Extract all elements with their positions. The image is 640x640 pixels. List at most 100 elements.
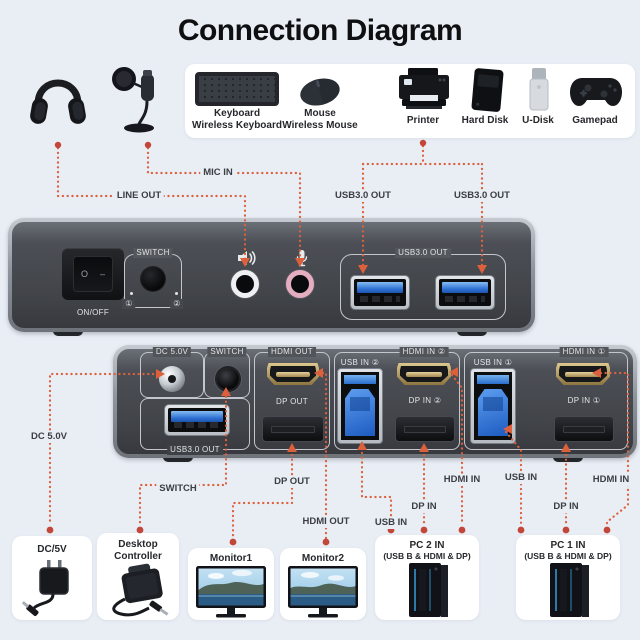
dot-headphones bbox=[54, 141, 62, 149]
dp-in-1-label: DP IN ① bbox=[567, 396, 601, 405]
label-dp-in-2: DP IN bbox=[408, 501, 440, 514]
out-section: HDMI OUT DP OUT bbox=[254, 347, 330, 450]
power-adapter-icon bbox=[20, 560, 84, 618]
speaker-icon bbox=[236, 250, 256, 266]
input-1-section: USB IN ① HDMI IN ① DP IN ① bbox=[464, 347, 628, 450]
label-dp-out: DP OUT bbox=[271, 476, 313, 489]
printer-icon bbox=[396, 68, 452, 112]
pc2-box: PC 2 IN (USB B & HDMI & DP) bbox=[375, 535, 479, 620]
dot-monitor2 bbox=[322, 538, 330, 546]
hard-disk-icon bbox=[465, 67, 509, 113]
gamepad-label: Gamepad bbox=[572, 115, 618, 126]
rocker-on-mark: – bbox=[99, 268, 105, 279]
desktop-controller-label: Desktop bbox=[118, 539, 158, 550]
pc1-box: PC 1 IN (USB B & HDMI & DP) bbox=[516, 535, 620, 620]
hdmi-out-label: HDMI OUT bbox=[268, 347, 316, 357]
monitor2-icon bbox=[288, 566, 358, 618]
usb-b-in-2-port[interactable] bbox=[338, 369, 382, 443]
hdmi-in-1-port[interactable] bbox=[556, 363, 610, 385]
u-disk-label: U-Disk bbox=[522, 115, 554, 126]
dot-monitor1 bbox=[229, 538, 237, 546]
selector-1-label: ① bbox=[122, 299, 136, 309]
label-hdmi-out: HDMI OUT bbox=[299, 516, 353, 529]
label-mic-in: MIC IN bbox=[200, 167, 236, 180]
wire-usb-in-2 bbox=[360, 446, 393, 526]
dc5v-label: DC/5V bbox=[37, 544, 67, 555]
selector-dot-1 bbox=[130, 292, 133, 295]
switch-label: SWITCH bbox=[133, 248, 173, 258]
monitor1-box: Monitor1 bbox=[188, 548, 274, 620]
dp-in-2-label: DP IN ② bbox=[408, 396, 442, 405]
dot-pc1-usb bbox=[517, 526, 525, 534]
label-usb3-out-a: USB3.0 OUT bbox=[332, 190, 394, 203]
gamepad-icon bbox=[568, 74, 624, 110]
rear-usb-out-label: USB3.0 OUT bbox=[167, 445, 223, 455]
pc2-label: PC 2 IN bbox=[409, 540, 445, 551]
dp-out-label: DP OUT bbox=[276, 397, 308, 406]
usb-out-section-label: USB3.0 OUT bbox=[395, 248, 451, 258]
selector-dot-2 bbox=[175, 292, 178, 295]
label-dc-5v: DC 5.0V bbox=[28, 431, 70, 444]
desktop-controller-label-2: Controller bbox=[114, 551, 162, 562]
dc-label: DC 5.0V bbox=[152, 347, 192, 357]
mouse-label-2: Wireless Mouse bbox=[282, 120, 358, 131]
hdmi-out-port[interactable] bbox=[267, 363, 319, 385]
rear-panel: DC 5.0V SWITCH USB3.0 OUT HDMI OUT DP OU… bbox=[113, 345, 637, 458]
rear-switch-label: SWITCH bbox=[207, 347, 247, 357]
pc2-tower-icon bbox=[399, 561, 455, 619]
label-line-out: LINE OUT bbox=[113, 190, 165, 203]
keyboard-label-2: Wireless Keyboard bbox=[192, 120, 282, 131]
front-panel: O – ON/OFF SWITCH ① ② bbox=[8, 218, 535, 332]
label-hdmi-in-2: HDMI IN bbox=[440, 474, 484, 487]
dc5v-box: DC/5V bbox=[12, 536, 92, 620]
desktop-controller-icon bbox=[101, 563, 177, 619]
mouse-label: Mouse bbox=[304, 108, 336, 119]
dot-pc1-dp bbox=[562, 526, 570, 534]
label-usb-in-2: USB IN bbox=[371, 517, 411, 530]
label-switch: SWITCH bbox=[156, 483, 200, 496]
dp-out-port[interactable] bbox=[262, 416, 324, 442]
dot-pc2-hdmi bbox=[458, 526, 466, 534]
switch-button[interactable] bbox=[141, 267, 165, 291]
dot-pc1-hdmi bbox=[603, 526, 611, 534]
monitor2-box: Monitor2 bbox=[280, 548, 366, 620]
usb3-port-front-1[interactable] bbox=[351, 276, 409, 309]
pc1-tower-icon bbox=[540, 561, 596, 619]
usb3-port-rear[interactable] bbox=[165, 405, 229, 435]
label-usb-in-1: USB IN bbox=[501, 472, 541, 485]
headphones-icon bbox=[26, 64, 90, 136]
power-switch[interactable]: O – bbox=[62, 248, 124, 300]
dot-pc2-dp bbox=[420, 526, 428, 534]
dot-printer bbox=[419, 139, 427, 147]
hdmi-in-2-label: HDMI IN ② bbox=[399, 347, 449, 357]
rear-switch-section: SWITCH bbox=[204, 347, 250, 398]
label-usb3-out-b: USB3.0 OUT bbox=[451, 190, 513, 203]
dc-section: DC 5.0V bbox=[140, 347, 204, 398]
hdmi-in-1-label: HDMI IN ① bbox=[559, 347, 609, 357]
mic-in-jack[interactable] bbox=[286, 270, 314, 298]
usb-b-in-1-port[interactable] bbox=[471, 369, 515, 443]
desktop-controller-box: Desktop Controller bbox=[97, 533, 179, 620]
power-label: ON/OFF bbox=[76, 308, 110, 317]
line-out-jack[interactable] bbox=[231, 270, 259, 298]
mic-icon bbox=[295, 249, 309, 267]
dc-jack[interactable] bbox=[159, 366, 185, 392]
dp-in-1-port[interactable] bbox=[554, 416, 614, 442]
usb3-port-front-2[interactable] bbox=[436, 276, 494, 309]
monitor2-label: Monitor2 bbox=[301, 553, 345, 564]
pc2-label-2: (USB B & HDMI & DP) bbox=[383, 551, 471, 561]
wire-dp-out bbox=[231, 448, 294, 540]
mouse-icon bbox=[295, 76, 345, 108]
dp-in-2-port[interactable] bbox=[395, 416, 455, 442]
pc1-label-2: (USB B & HDMI & DP) bbox=[524, 551, 612, 561]
label-dp-in-1: DP IN bbox=[550, 501, 582, 514]
top-devices-box: Keyboard Wireless Keyboard Mouse Wireles… bbox=[185, 64, 635, 138]
page-title: Connection Diagram bbox=[177, 14, 463, 47]
usb-in-1-label: USB IN ① bbox=[473, 358, 513, 367]
hdmi-in-2-port[interactable] bbox=[397, 363, 451, 385]
selector-2-label: ② bbox=[170, 299, 184, 309]
rear-usb-out-section: USB3.0 OUT bbox=[140, 398, 250, 455]
rear-switch-jack[interactable] bbox=[217, 368, 239, 390]
microphone-icon bbox=[108, 62, 166, 138]
